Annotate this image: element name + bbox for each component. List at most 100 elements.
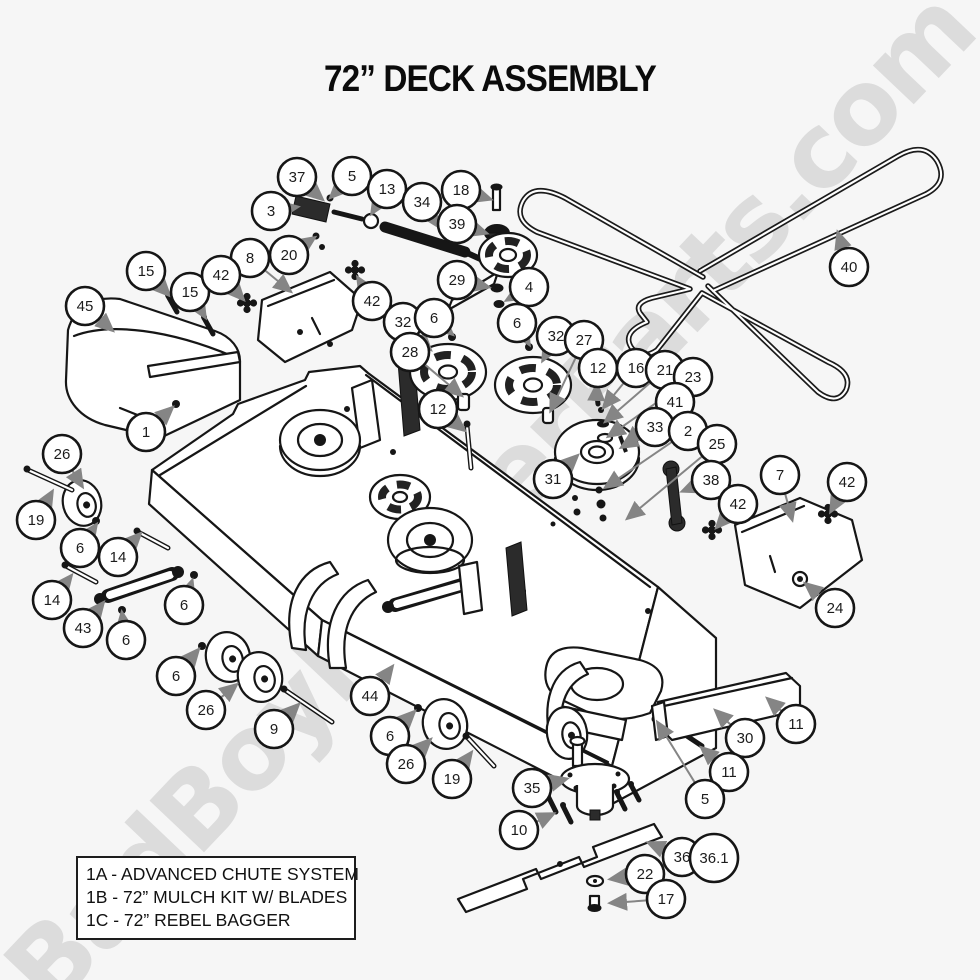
- callout-13[interactable]: 13: [366, 168, 408, 210]
- callout-19[interactable]: 19: [15, 499, 57, 541]
- leader-35: [548, 774, 570, 792]
- callout-20[interactable]: 20: [268, 234, 310, 276]
- callout-24[interactable]: 24: [814, 587, 856, 629]
- callout-7[interactable]: 7: [759, 454, 801, 496]
- callout-5[interactable]: 5: [331, 155, 373, 197]
- callout-25[interactable]: 25: [696, 423, 738, 465]
- callout-30[interactable]: 30: [724, 717, 766, 759]
- legend-item-1a: 1A - ADVANCED CHUTE SYSTEM: [86, 864, 359, 884]
- svg-text:6: 6: [76, 540, 84, 557]
- leader-6: [180, 646, 201, 669]
- callout-9[interactable]: 9: [253, 708, 295, 750]
- leader-40: [834, 229, 852, 252]
- callout-19[interactable]: 19: [431, 758, 473, 800]
- callout-17[interactable]: 17: [645, 878, 687, 920]
- callout-36.1[interactable]: 36.1: [688, 832, 740, 884]
- svg-text:5: 5: [701, 791, 709, 808]
- callout-42[interactable]: 42: [826, 461, 868, 503]
- callout-6[interactable]: 6: [413, 297, 455, 339]
- svg-text:22: 22: [637, 866, 654, 883]
- callout-10[interactable]: 10: [498, 809, 540, 851]
- callout-29[interactable]: 29: [436, 259, 478, 301]
- callout-40[interactable]: 40: [828, 246, 870, 288]
- legend-box: 1A - ADVANCED CHUTE SYSTEM 1B - 72” MULC…: [76, 856, 359, 940]
- leader-42: [355, 274, 374, 297]
- pulleys: [278, 333, 686, 575]
- callout-18[interactable]: 18: [440, 169, 482, 211]
- svg-text:15: 15: [182, 284, 199, 301]
- leader-26: [65, 467, 85, 490]
- svg-text:8: 8: [246, 250, 254, 267]
- leader-37: [304, 181, 326, 202]
- svg-text:32: 32: [395, 314, 412, 331]
- callout-43[interactable]: 43: [62, 607, 104, 649]
- callout-14[interactable]: 14: [31, 579, 73, 621]
- svg-text:27: 27: [576, 332, 593, 349]
- svg-text:39: 39: [449, 216, 466, 233]
- svg-text:44: 44: [362, 688, 379, 705]
- callout-28[interactable]: 28: [389, 331, 431, 373]
- leader-10: [534, 812, 557, 829]
- leader-19: [454, 749, 474, 772]
- leader-42: [225, 281, 246, 302]
- svg-text:19: 19: [444, 771, 461, 788]
- callout-15[interactable]: 15: [125, 250, 167, 292]
- svg-text:9: 9: [270, 721, 278, 738]
- callout-5[interactable]: 5: [684, 778, 726, 820]
- callout-42[interactable]: 42: [351, 280, 393, 322]
- callout-11[interactable]: 11: [708, 751, 750, 793]
- callout-3[interactable]: 3: [250, 190, 292, 232]
- svg-text:19: 19: [28, 512, 45, 529]
- callout-42[interactable]: 42: [200, 254, 242, 296]
- leader-26: [217, 682, 240, 703]
- callout-12[interactable]: 12: [417, 388, 459, 430]
- cover-8: [256, 270, 364, 364]
- leader-6: [79, 521, 99, 544]
- leader-36: [645, 840, 668, 858]
- callout-38[interactable]: 38: [690, 459, 732, 501]
- callout-6[interactable]: 6: [59, 527, 101, 569]
- callout-34[interactable]: 34: [401, 181, 443, 223]
- callout-26[interactable]: 26: [185, 689, 227, 731]
- callout-37[interactable]: 37: [276, 156, 318, 198]
- callout-6[interactable]: 6: [496, 302, 538, 344]
- callout-15[interactable]: 15: [169, 271, 211, 313]
- callout-39[interactable]: 39: [436, 203, 478, 245]
- callout-6[interactable]: 6: [155, 655, 197, 697]
- svg-text:6: 6: [172, 668, 180, 685]
- leader-20: [295, 235, 318, 255]
- callout-26[interactable]: 26: [385, 743, 427, 785]
- callout-45[interactable]: 45: [64, 285, 106, 327]
- callout-14[interactable]: 14: [97, 536, 139, 578]
- callout-44[interactable]: 44: [349, 675, 391, 717]
- leader-14: [54, 572, 74, 595]
- callout-35[interactable]: 35: [511, 767, 553, 809]
- callout-31[interactable]: 31: [532, 458, 574, 500]
- svg-text:21: 21: [657, 362, 674, 379]
- leader-28: [423, 363, 465, 398]
- leader-30: [713, 708, 734, 729]
- svg-text:6: 6: [430, 310, 438, 327]
- svg-text:7: 7: [776, 467, 784, 484]
- callout-4[interactable]: 4: [508, 266, 550, 308]
- callout-33[interactable]: 33: [634, 406, 676, 448]
- svg-text:33: 33: [647, 419, 664, 436]
- callout-42[interactable]: 42: [717, 483, 759, 525]
- leader-18: [472, 185, 494, 203]
- callout-26[interactable]: 26: [41, 433, 83, 475]
- svg-text:37: 37: [289, 169, 306, 186]
- callout-1[interactable]: 1: [125, 411, 167, 453]
- svg-text:42: 42: [839, 474, 856, 491]
- callout-6[interactable]: 6: [163, 584, 205, 626]
- callout-12[interactable]: 12: [577, 347, 619, 389]
- leader-5: [655, 719, 696, 784]
- leader-15: [189, 298, 208, 321]
- callout-11[interactable]: 11: [775, 703, 817, 745]
- callout-6[interactable]: 6: [105, 619, 147, 661]
- leader-29: [470, 274, 492, 293]
- svg-text:6: 6: [122, 632, 130, 649]
- callout-32[interactable]: 32: [382, 301, 424, 343]
- svg-text:5: 5: [348, 168, 356, 185]
